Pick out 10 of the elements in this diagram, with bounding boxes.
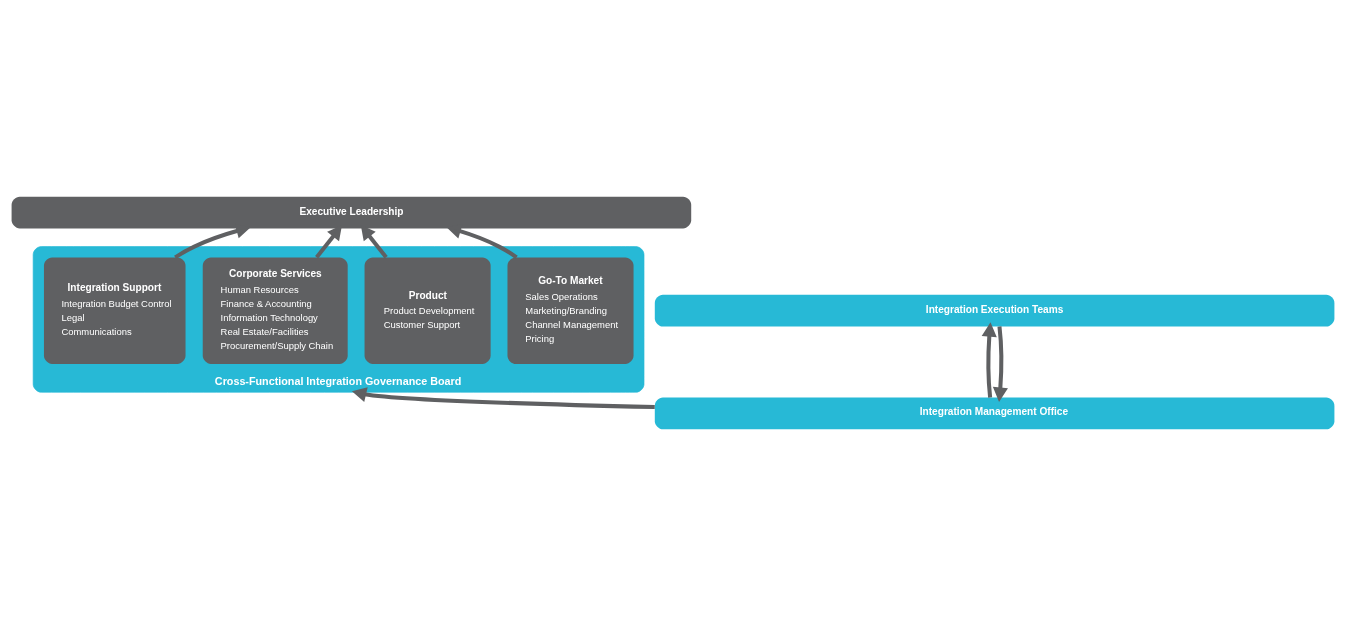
arrow — [351, 386, 655, 409]
node-box: Integration Execution Teams — [654, 294, 1335, 326]
node-box: Go-To Market Sales Operations Marketing/Branding Channel Management Pricing — [507, 256, 634, 364]
node-box: Corporate Services Human Resources Finance & Accounting Information Technology Real Estate/Facilities Procurement/Supply Chain — [202, 256, 348, 364]
node-box: Product Product Development Customer Support — [364, 256, 491, 364]
arrow — [981, 321, 997, 398]
node-box: Integration Management Office — [654, 397, 1335, 429]
node-box: Executive Leadership — [11, 196, 692, 228]
arrow — [992, 325, 1008, 402]
node-box: Integration Support Integration Budget Control Legal Communications — [43, 256, 186, 364]
